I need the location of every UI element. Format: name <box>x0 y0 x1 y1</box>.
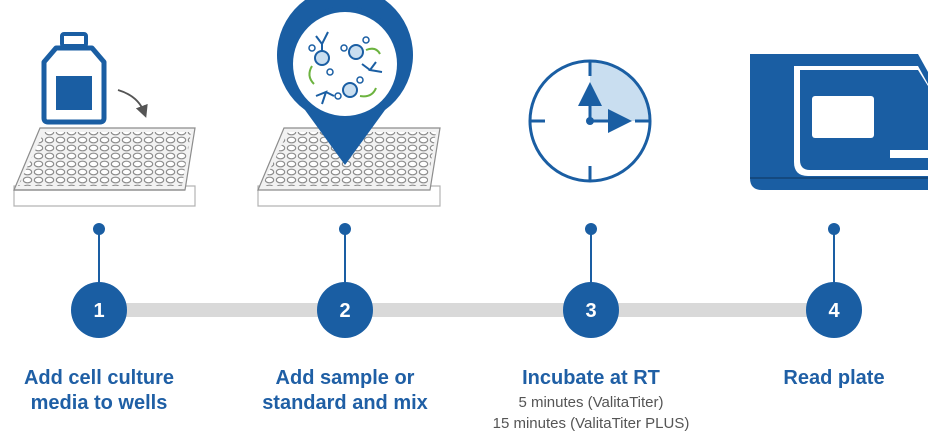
step-4-title-line1: Read plate <box>783 367 885 389</box>
molecules-pin-icon <box>257 0 441 207</box>
plate-reader-icon <box>750 54 928 190</box>
step-3-sub-line1: 5 minutes (ValitaTiter) <box>518 394 664 411</box>
connector-dot <box>585 223 597 235</box>
step-2-number: 2 <box>339 300 350 322</box>
step-2-title-line1: Add sample or <box>275 367 415 389</box>
step-1-title: Add cell culture media to wells <box>0 366 219 416</box>
connector-dot <box>828 223 840 235</box>
step-4-circle <box>806 282 862 338</box>
step-4-number: 4 <box>828 300 840 322</box>
connector-dot <box>339 223 351 235</box>
step-3-subtitle: 5 minutes (ValitaTiter) 15 minutes (Vali… <box>461 392 721 434</box>
step-1-title-line2: media to wells <box>30 392 168 414</box>
timeline-bar <box>98 303 834 317</box>
step-2-title-line2: standard and mix <box>262 392 428 414</box>
step-1-title-line1: Add cell culture <box>23 367 175 389</box>
connector-dot <box>93 223 105 235</box>
clock-icon <box>528 59 652 183</box>
step-3-number: 3 <box>585 300 596 322</box>
step-1-number: 1 <box>93 300 104 322</box>
step-3-title-line1: Incubate at RT <box>522 367 660 389</box>
bottle-and-plate-icon <box>13 32 196 207</box>
step-3-sub-line2: 15 minutes (ValitaTiter PLUS) <box>492 415 690 432</box>
step-4-title: Read plate <box>714 366 928 391</box>
step-3-circle <box>563 282 619 338</box>
step-2-circle <box>317 282 373 338</box>
step-3-title: Incubate at RT <box>471 366 711 391</box>
step-1-circle <box>71 282 127 338</box>
step-2-title: Add sample or standard and mix <box>225 366 465 416</box>
